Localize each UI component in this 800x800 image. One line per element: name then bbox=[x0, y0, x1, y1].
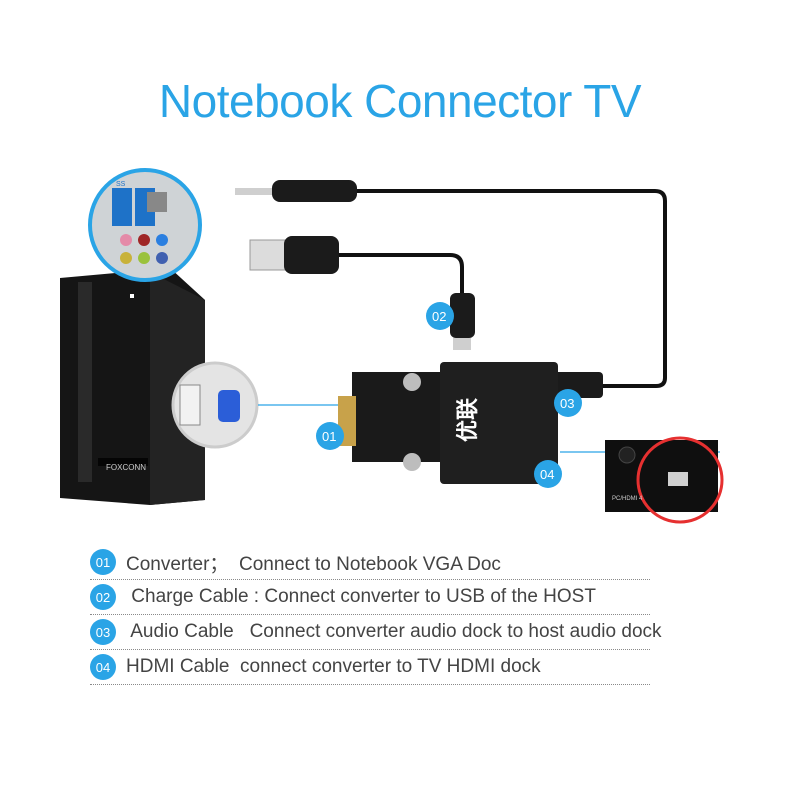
svg-text:04: 04 bbox=[540, 467, 554, 482]
tv-port-label: PC/HDMI 4 bbox=[612, 496, 643, 502]
usb-cable bbox=[249, 236, 475, 350]
legend-item: 04 HDMI Cable connect converter to TV HD… bbox=[90, 650, 650, 685]
legend-text: Charge Cable : Connect converter to USB … bbox=[126, 586, 596, 607]
svg-text:SS: SS bbox=[116, 181, 126, 188]
legend-item: 02 Charge Cable : Connect converter to U… bbox=[90, 580, 650, 615]
legend-text: Audio Cable Connect converter audio dock… bbox=[126, 621, 662, 642]
legend-text: HDMI Cable connect converter to TV HDMI … bbox=[126, 656, 541, 677]
callout-03: 03 bbox=[554, 389, 582, 417]
connection-diagram: FOXCONN SS bbox=[60, 168, 724, 524]
callout-02: 02 bbox=[426, 302, 454, 330]
legend-number-badge: 01 bbox=[90, 549, 116, 575]
pc-tower: FOXCONN bbox=[60, 268, 205, 505]
svg-text:03: 03 bbox=[560, 396, 574, 411]
legend-item: 01 Converter； Connect to Notebook VGA Do… bbox=[90, 545, 650, 580]
svg-text:02: 02 bbox=[432, 309, 446, 324]
back-panel-zoom: SS bbox=[88, 168, 202, 282]
legend-text: Converter； Connect to Notebook VGA Doc bbox=[126, 553, 501, 575]
tv-hdmi-zoom: PC/HDMI 4 bbox=[605, 436, 724, 524]
vga-port-zoom bbox=[171, 361, 345, 449]
legend-number-badge: 02 bbox=[90, 584, 116, 610]
pc-brand-label: FOXCONN bbox=[106, 463, 146, 472]
converter-adapter: 优联 bbox=[338, 362, 720, 484]
legend-item: 03 Audio Cable Connect converter audio d… bbox=[90, 615, 662, 650]
legend: 01 Converter； Connect to Notebook VGA Do… bbox=[90, 545, 662, 685]
callout-01: 01 bbox=[316, 422, 344, 450]
page-title: Notebook Connector TV bbox=[158, 75, 642, 127]
legend-number-badge: 03 bbox=[90, 619, 116, 645]
legend-number-badge: 04 bbox=[90, 654, 116, 680]
converter-logo: 优联 bbox=[455, 398, 481, 442]
callout-04: 04 bbox=[534, 460, 562, 488]
svg-text:01: 01 bbox=[322, 429, 336, 444]
